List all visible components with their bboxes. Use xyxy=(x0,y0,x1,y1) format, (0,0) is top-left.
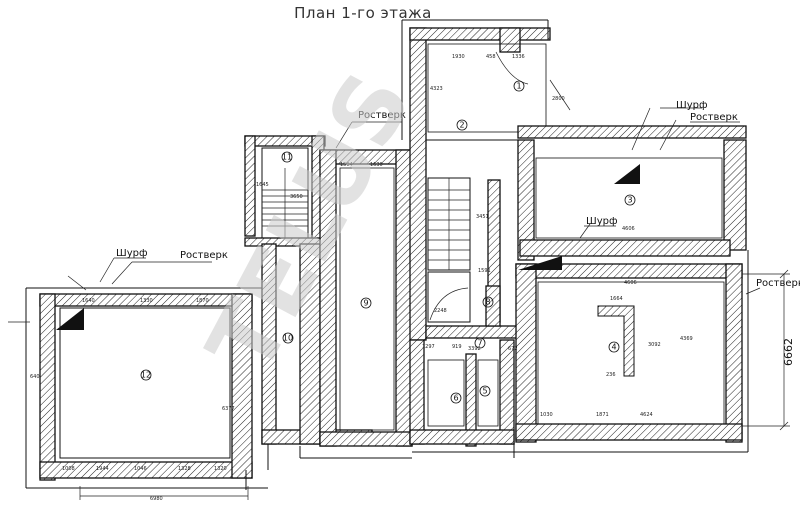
shurf-label-middle: Шурф xyxy=(586,216,618,227)
room-number-8: 8 xyxy=(485,298,490,307)
room-number-2: 2 xyxy=(459,121,464,130)
overall-dimension: 6662 xyxy=(782,338,795,366)
dim-1591: 1591 xyxy=(478,268,491,274)
dim-4369: 4369 xyxy=(680,336,693,342)
dim-1870: 1870 xyxy=(196,298,209,304)
dim-3451: 3451 xyxy=(476,214,489,220)
rostverk-label-left: Ростверк xyxy=(180,250,228,261)
dim-672: 672 xyxy=(508,346,518,352)
room-number-12: 12 xyxy=(141,371,151,380)
rostverk-label-top: Ростверк xyxy=(358,110,406,121)
leader-lines xyxy=(99,107,740,285)
shurf-marker-top xyxy=(614,164,640,184)
dim-1664: 1664 xyxy=(610,296,623,302)
plan-title: План 1-го этажа xyxy=(294,4,432,22)
room-number-11: 11 xyxy=(282,153,292,162)
dim-1320: 1320 xyxy=(214,466,227,472)
dim-4606: 4606 xyxy=(622,226,635,232)
room-3-walls xyxy=(517,107,747,261)
room-number-10: 10 xyxy=(283,334,293,343)
rostverk-label-right: Ростверк xyxy=(690,112,738,123)
room-number-6: 6 xyxy=(453,394,458,403)
dim-1630: 1630 xyxy=(370,162,383,168)
room-markers: 1 2 3 4 5 6 7 8 9 10 11 12 xyxy=(140,80,636,404)
room-5-6-7-walls xyxy=(409,339,515,458)
dim-640: 640 xyxy=(30,374,40,380)
dim-2800: 2800 xyxy=(552,96,565,102)
dim-3650: 3650 xyxy=(290,194,303,200)
dim-1871: 1871 xyxy=(596,412,609,418)
room-number-9: 9 xyxy=(363,299,368,308)
room-number-1: 1 xyxy=(516,82,521,91)
room-number-3: 3 xyxy=(627,196,632,205)
dim-3392: 3392 xyxy=(468,346,481,352)
room-number-4: 4 xyxy=(611,343,616,352)
room-2-walls xyxy=(401,19,571,341)
dim-2248: 2248 xyxy=(434,308,447,314)
dim-1594: 1594 xyxy=(340,162,353,168)
dim-458: 458 xyxy=(486,54,496,60)
dim-4323: 4323 xyxy=(430,86,443,92)
dim-1645: 1645 xyxy=(256,182,269,188)
shurf-label-top: Шурф xyxy=(676,100,708,111)
dim-1030: 1030 xyxy=(540,412,553,418)
shurf-label-left: Шурф xyxy=(116,248,148,259)
room-9-10-walls xyxy=(245,149,413,490)
dim-3092: 3092 xyxy=(648,342,661,348)
dim-4624: 4624 xyxy=(640,412,653,418)
partition-wall xyxy=(597,305,635,377)
dim-4606b: 4606 xyxy=(624,280,637,286)
room-4-walls xyxy=(512,250,790,453)
dim-6980: 6980 xyxy=(150,496,163,502)
dim-919: 919 xyxy=(452,344,462,350)
dim-1930: 1930 xyxy=(452,54,465,60)
dimension-labels: 1930 458 1336 4323 2800 3451 1591 4606 4… xyxy=(30,54,693,502)
dim-1640: 1640 xyxy=(82,298,95,304)
shurf-marker-left xyxy=(56,308,84,330)
shurf-marker-middle xyxy=(518,256,562,270)
dim-1330: 1330 xyxy=(140,298,153,304)
dim-1328: 1328 xyxy=(178,466,191,472)
rostverk-label-far-right: Ростверк xyxy=(756,278,800,289)
dim-1046: 1046 xyxy=(134,466,147,472)
dim-1008: 1008 xyxy=(62,466,75,472)
dim-236: 236 xyxy=(606,372,616,378)
room-number-5: 5 xyxy=(482,387,487,396)
dim-1944: 1944 xyxy=(96,466,109,472)
room-12-walls xyxy=(8,275,269,500)
dim-1336: 1336 xyxy=(512,54,525,60)
dim-6377: 6377 xyxy=(222,406,235,412)
dim-1297: 1297 xyxy=(422,344,435,350)
room-number-7: 7 xyxy=(477,339,482,348)
